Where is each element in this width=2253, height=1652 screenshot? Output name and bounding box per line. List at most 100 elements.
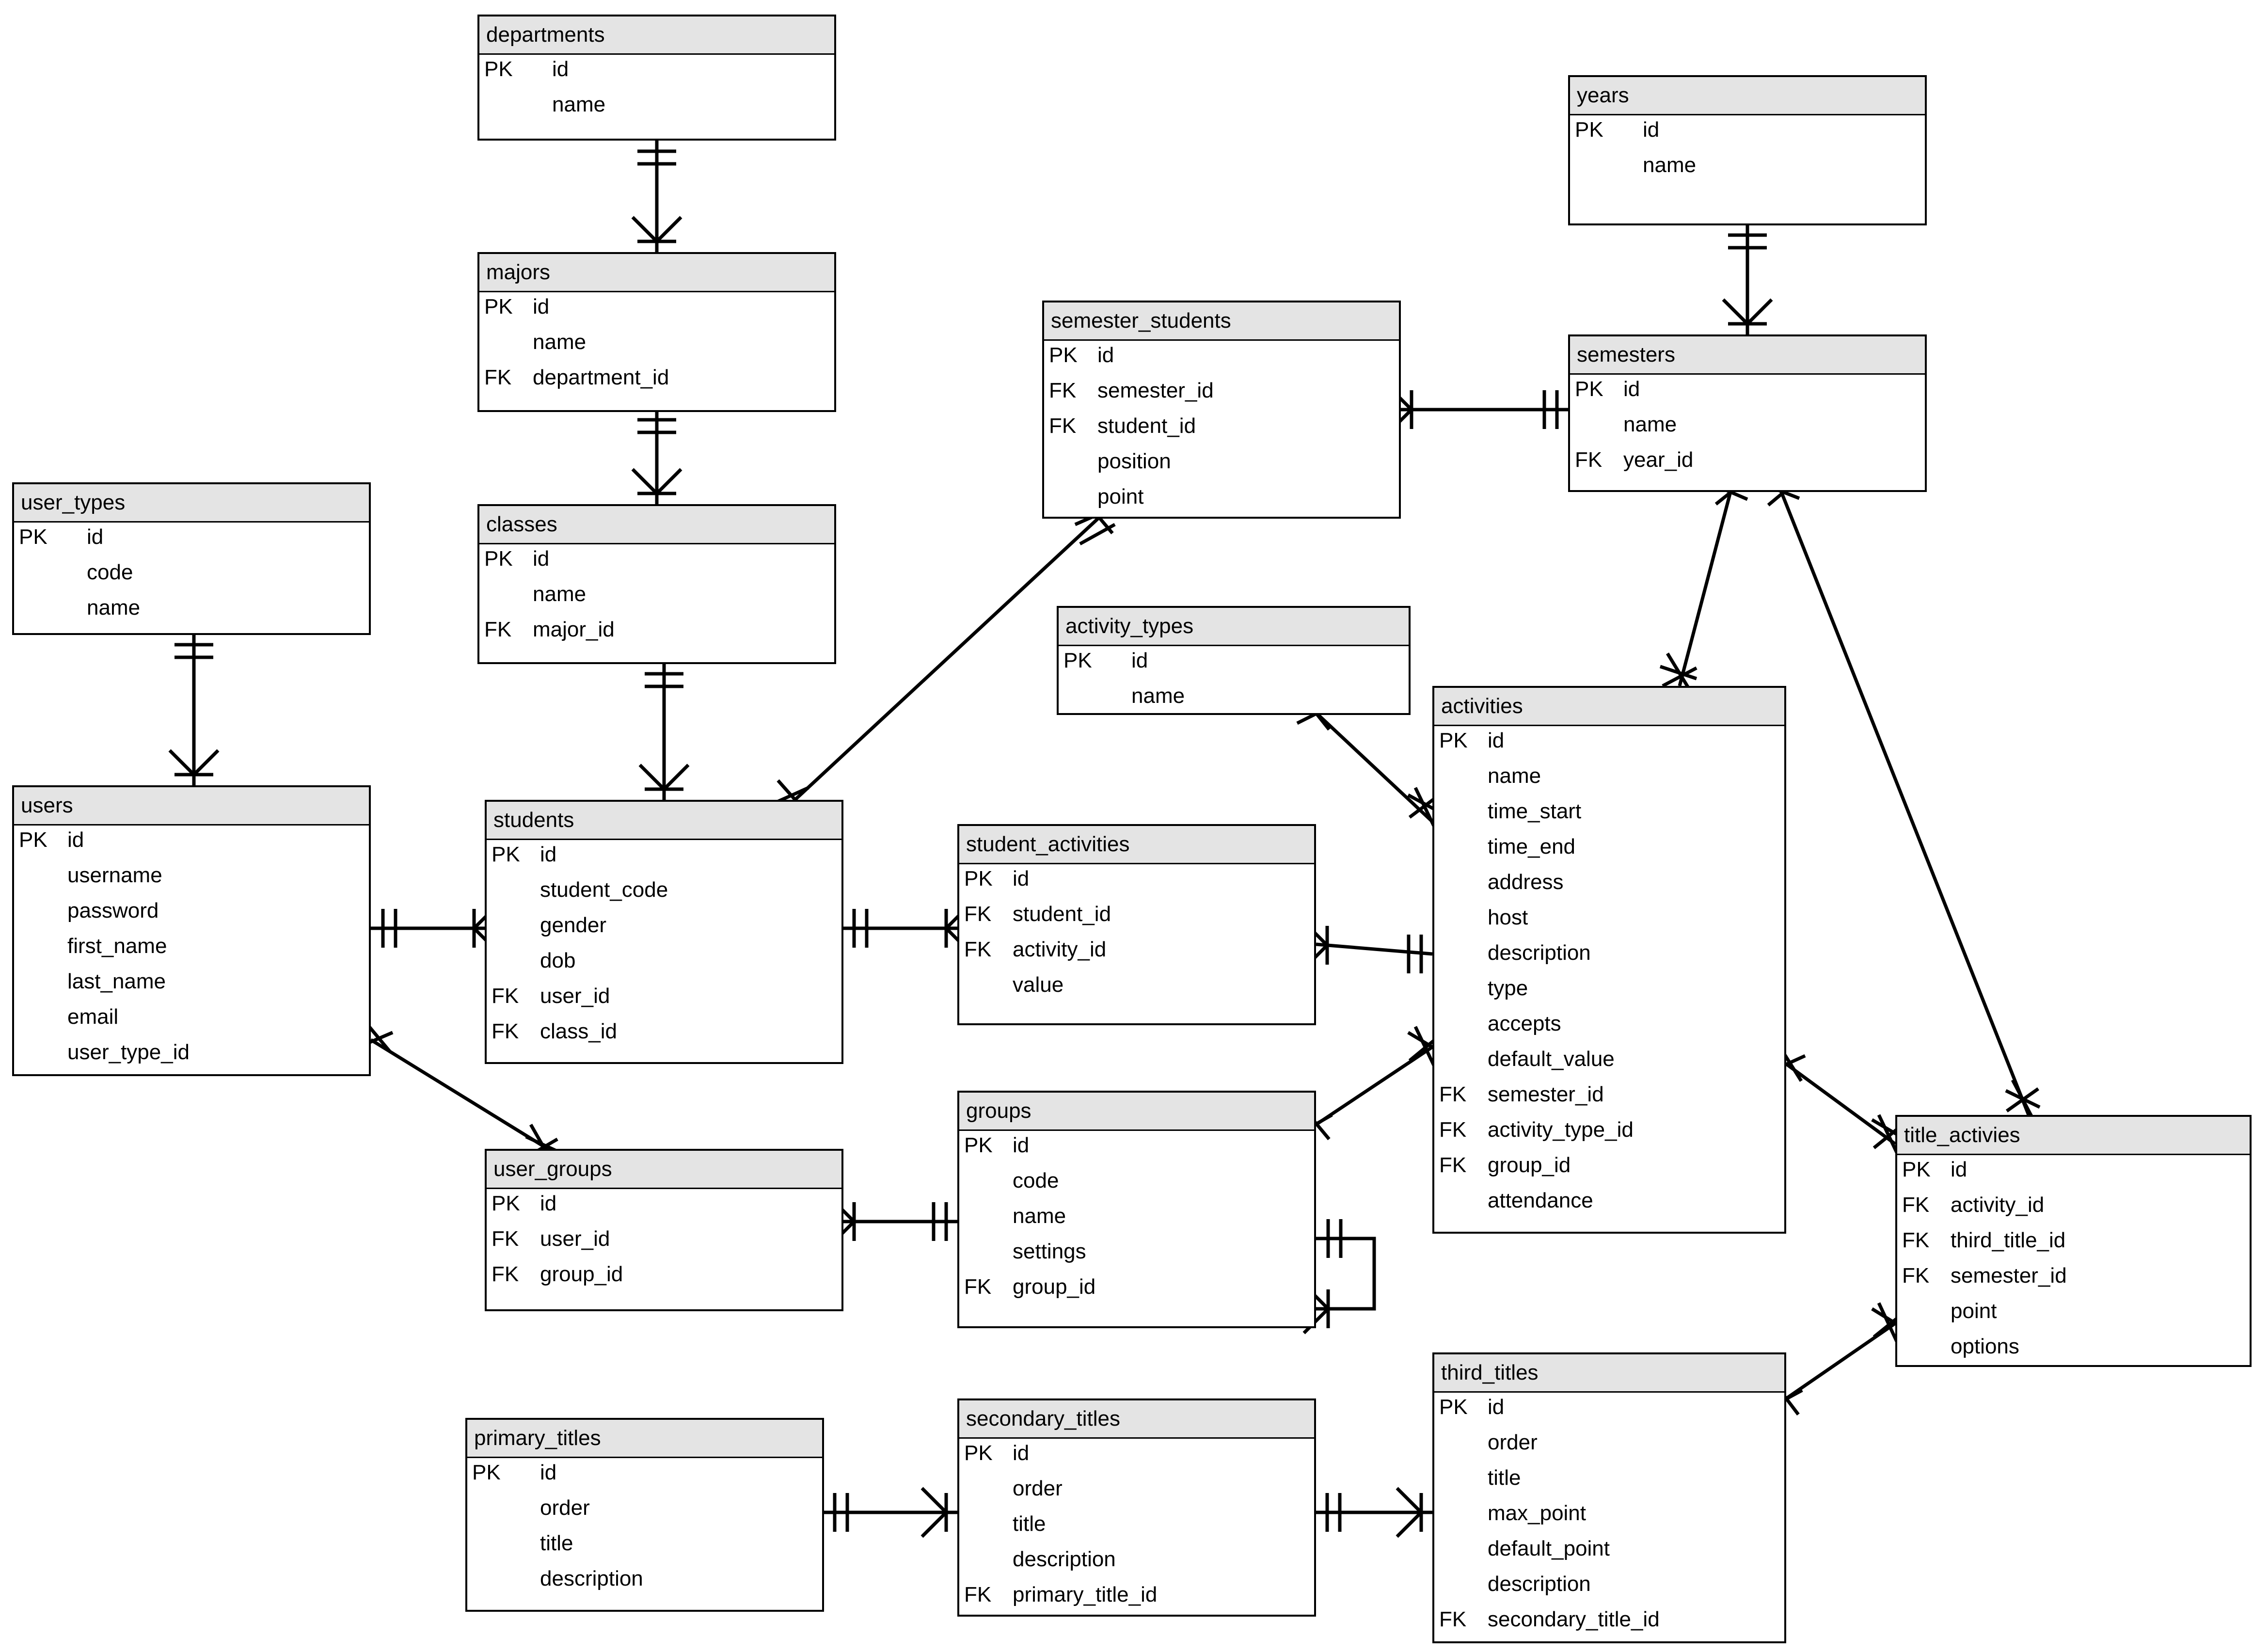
edge-secondarytitles-thirdtitles <box>1316 1487 1432 1538</box>
attribute-row: options <box>1897 1336 2250 1371</box>
attribute-row: last_name <box>14 971 369 1006</box>
attribute-row: time_start <box>1434 801 1784 836</box>
attribute-key: FK <box>1049 414 1077 438</box>
entity-title-user_types: user_types <box>14 484 369 523</box>
attribute-name: id <box>1951 1158 1967 1181</box>
attribute-name: address <box>1488 870 1564 894</box>
attribute-key: FK <box>964 902 992 926</box>
attribute-row: password <box>14 900 369 936</box>
entity-title-title_activies: title_activies <box>1897 1117 2250 1155</box>
attribute-row: settings <box>959 1241 1314 1276</box>
attribute-name: id <box>1131 649 1148 672</box>
attribute-name: id <box>1013 1441 1030 1465</box>
entity-title-primary_titles: primary_titles <box>467 1420 822 1458</box>
attribute-name: student_id <box>1097 414 1196 438</box>
attribute-name: point <box>1097 485 1144 508</box>
attribute-name: settings <box>1013 1239 1086 1263</box>
attribute-row: position <box>1044 451 1399 486</box>
attribute-key: FK <box>484 618 512 641</box>
attribute-name: name <box>533 330 587 354</box>
attribute-key: FK <box>1902 1264 1930 1287</box>
attribute-name: gender <box>540 913 607 937</box>
edge-thirdtitles-titleactivies <box>1768 1302 1906 1416</box>
attribute-name: student_id <box>1013 902 1111 926</box>
attribute-row: title <box>1434 1467 1784 1503</box>
entity-title-user_groups: user_groups <box>487 1151 841 1189</box>
attribute-name: default_point <box>1488 1537 1610 1560</box>
attribute-key: PK <box>484 547 513 571</box>
attribute-name: activity_type_id <box>1488 1118 1634 1142</box>
edge-semesterstudents-semesters <box>1386 384 1568 435</box>
attribute-key: FK <box>1902 1193 1930 1217</box>
attribute-row: attendance <box>1434 1190 1784 1225</box>
attribute-key: PK <box>19 828 48 852</box>
attribute-name: description <box>1013 1547 1116 1571</box>
attribute-row: default_point <box>1434 1538 1784 1573</box>
attribute-name: id <box>540 1191 557 1215</box>
attribute-row: order <box>1434 1432 1784 1467</box>
entity-title-third_titles: third_titles <box>1434 1354 1784 1393</box>
attribute-name: user_id <box>540 1227 610 1251</box>
attribute-row: host <box>1434 907 1784 942</box>
attribute-name: description <box>1488 1572 1591 1596</box>
edge-departments-majors <box>631 141 682 252</box>
attribute-row: title <box>467 1533 822 1568</box>
attribute-name: id <box>1623 377 1640 401</box>
attribute-name: title <box>540 1531 573 1555</box>
attribute-key: PK <box>492 1191 520 1215</box>
attribute-name: id <box>1013 867 1030 890</box>
attribute-row: name <box>1059 685 1409 721</box>
attribute-key: FK <box>1439 1082 1467 1106</box>
attribute-name: semester_id <box>1951 1264 2067 1287</box>
edge-semesters-activities <box>1659 479 1748 694</box>
attribute-name: email <box>67 1005 119 1029</box>
attribute-key: PK <box>472 1461 501 1484</box>
attribute-row: value <box>959 974 1314 1010</box>
attribute-name: time_start <box>1488 799 1582 823</box>
attribute-row: code <box>959 1170 1314 1206</box>
attribute-row: description <box>1434 942 1784 978</box>
entity-title-users: users <box>14 787 369 826</box>
attribute-name: username <box>67 863 162 887</box>
attribute-key: FK <box>492 1262 519 1286</box>
attribute-name: third_title_id <box>1951 1228 2066 1252</box>
attribute-name: title <box>1488 1466 1521 1490</box>
attribute-row: name <box>479 584 834 619</box>
edge-majors-classes <box>631 412 682 504</box>
attribute-row: PK id <box>487 1193 841 1228</box>
